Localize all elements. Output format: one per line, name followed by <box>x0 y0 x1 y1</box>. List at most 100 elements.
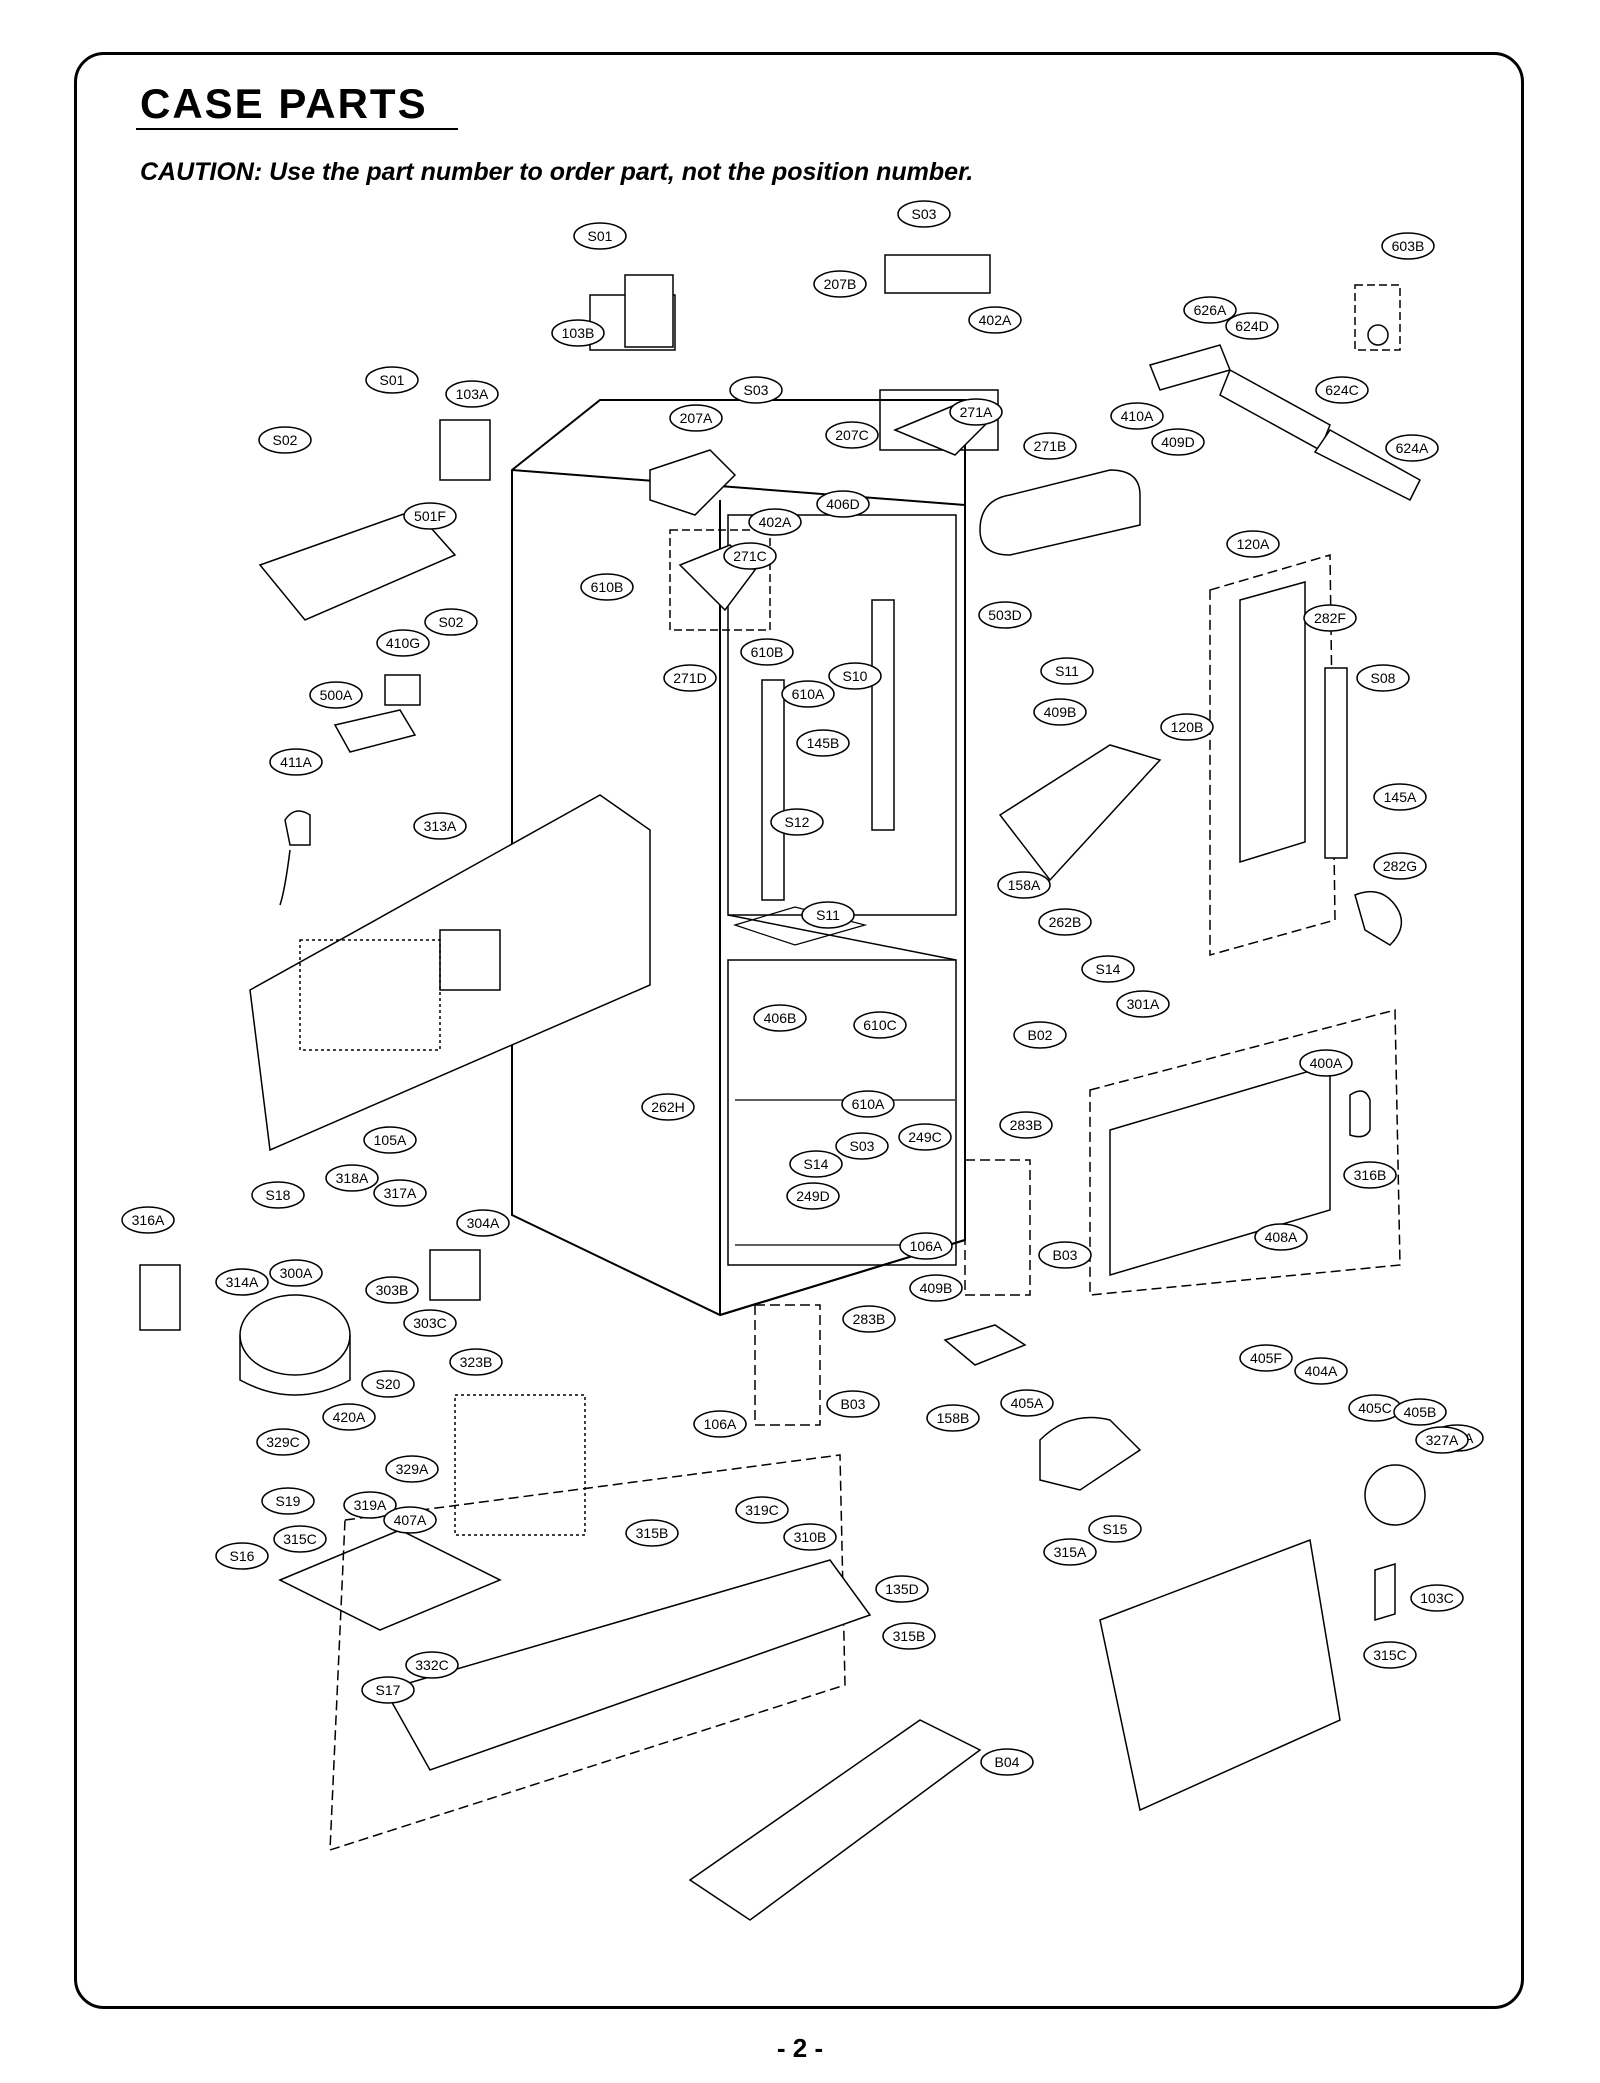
callout-text: 282G <box>1383 858 1417 874</box>
callout-text: B02 <box>1028 1027 1053 1043</box>
callout-409b: 409B <box>909 1274 963 1302</box>
callout-oval <box>723 542 777 570</box>
callout-text: 313A <box>424 818 457 834</box>
callout-315c: 315C <box>273 1525 327 1553</box>
callout-text: 249C <box>908 1129 941 1145</box>
callout-text: 327A <box>1426 1432 1459 1448</box>
callout-text: S03 <box>912 206 937 222</box>
callout-s02: S02 <box>258 426 312 454</box>
callout-text: 282F <box>1314 610 1346 626</box>
callout-text: 500A <box>320 687 353 703</box>
callout-text: 207B <box>824 276 857 292</box>
callout-oval <box>383 1506 437 1534</box>
callout-text: 409B <box>1044 704 1077 720</box>
callout-319c: 319C <box>735 1496 789 1524</box>
callout-text: S03 <box>850 1138 875 1154</box>
callout-text: 319C <box>745 1502 778 1518</box>
callout-oval <box>1415 1426 1469 1454</box>
callout-oval <box>1226 530 1280 558</box>
callout-text: 407A <box>394 1512 427 1528</box>
callout-oval <box>405 1651 459 1679</box>
callout-oval <box>1013 1021 1067 1049</box>
callout-oval <box>909 1274 963 1302</box>
page-frame <box>74 52 1524 2009</box>
callout-text: 315C <box>283 1531 316 1547</box>
callout-b03: B03 <box>826 1390 880 1418</box>
callout-oval <box>625 1519 679 1547</box>
callout-text: 310B <box>794 1529 827 1545</box>
callout-318a: 318A <box>325 1164 379 1192</box>
callout-s16: S16 <box>215 1542 269 1570</box>
callout-text: 405A <box>1011 1395 1044 1411</box>
callout-oval <box>882 1622 936 1650</box>
callout-text: 624A <box>1396 440 1429 456</box>
callout-text: 120A <box>1237 536 1270 552</box>
callout-text: 503D <box>988 607 1021 623</box>
callout-text: 610B <box>751 644 784 660</box>
callout-text: S02 <box>439 614 464 630</box>
callout-text: 315B <box>636 1525 669 1541</box>
callout-oval <box>968 306 1022 334</box>
callout-oval <box>215 1268 269 1296</box>
callout-text: 405C <box>1358 1400 1391 1416</box>
callout-text: 405F <box>1250 1350 1282 1366</box>
callout-text: S14 <box>804 1156 829 1172</box>
callout-text: S15 <box>1103 1521 1128 1537</box>
callout-text: S08 <box>1371 670 1396 686</box>
callout-400a: 400A <box>1299 1049 1353 1077</box>
callout-oval <box>735 1496 789 1524</box>
callout-oval <box>343 1491 397 1519</box>
callout-262b: 262B <box>1038 908 1092 936</box>
callout-oval <box>215 1542 269 1570</box>
callout-610a: 610A <box>781 680 835 708</box>
callout-316a: 316A <box>121 1206 175 1234</box>
callout-410g: 410G <box>376 629 430 657</box>
callout-402a: 402A <box>748 508 802 536</box>
callout-207c: 207C <box>825 421 879 449</box>
callout-text: 603B <box>1392 238 1425 254</box>
callout-317a: 317A <box>373 1179 427 1207</box>
callout-oval <box>1043 1538 1097 1566</box>
callout-105a: 105A <box>363 1126 417 1154</box>
callout-oval <box>770 808 824 836</box>
callout-oval <box>121 1206 175 1234</box>
callout-oval <box>580 573 634 601</box>
callout-text: S14 <box>1096 961 1121 977</box>
callout-text: S01 <box>588 228 613 244</box>
callout-text: 406D <box>826 496 859 512</box>
callout-text: 402A <box>979 312 1012 328</box>
callout-120a: 120A <box>1226 530 1280 558</box>
callout-oval <box>999 1111 1053 1139</box>
callout-300a: 300A <box>269 1259 323 1287</box>
callout-text: S10 <box>843 668 868 684</box>
callout-text: 207C <box>835 427 868 443</box>
callout-oval <box>365 366 419 394</box>
callout-text: 319A <box>354 1497 387 1513</box>
callout-text: 103B <box>562 325 595 341</box>
callout-oval <box>783 1523 837 1551</box>
callout-text: 624C <box>1325 382 1358 398</box>
callout-315b: 315B <box>625 1519 679 1547</box>
callout-text: 420A <box>333 1409 366 1425</box>
callout-oval <box>273 1525 327 1553</box>
callout-oval <box>949 398 1003 426</box>
callout-405f: 405F <box>1239 1344 1293 1372</box>
callout-oval <box>1393 1398 1447 1426</box>
callout-oval <box>816 490 870 518</box>
callout-oval <box>1303 604 1357 632</box>
callout-oval <box>261 1487 315 1515</box>
callout-oval <box>1294 1357 1348 1385</box>
callout-500a: 500A <box>309 681 363 709</box>
callout-oval <box>1315 376 1369 404</box>
callout-oval <box>1373 852 1427 880</box>
callout-oval <box>322 1403 376 1431</box>
callout-405b: 405B <box>1393 1398 1447 1426</box>
callout-329a: 329A <box>385 1455 439 1483</box>
callout-s15: S15 <box>1088 1515 1142 1543</box>
callout-text: 283B <box>1010 1117 1043 1133</box>
callout-text: S18 <box>266 1187 291 1203</box>
callout-oval <box>826 1390 880 1418</box>
callout-s03: S03 <box>729 376 783 404</box>
callout-406b: 406B <box>753 1004 807 1032</box>
callout-oval <box>897 200 951 228</box>
